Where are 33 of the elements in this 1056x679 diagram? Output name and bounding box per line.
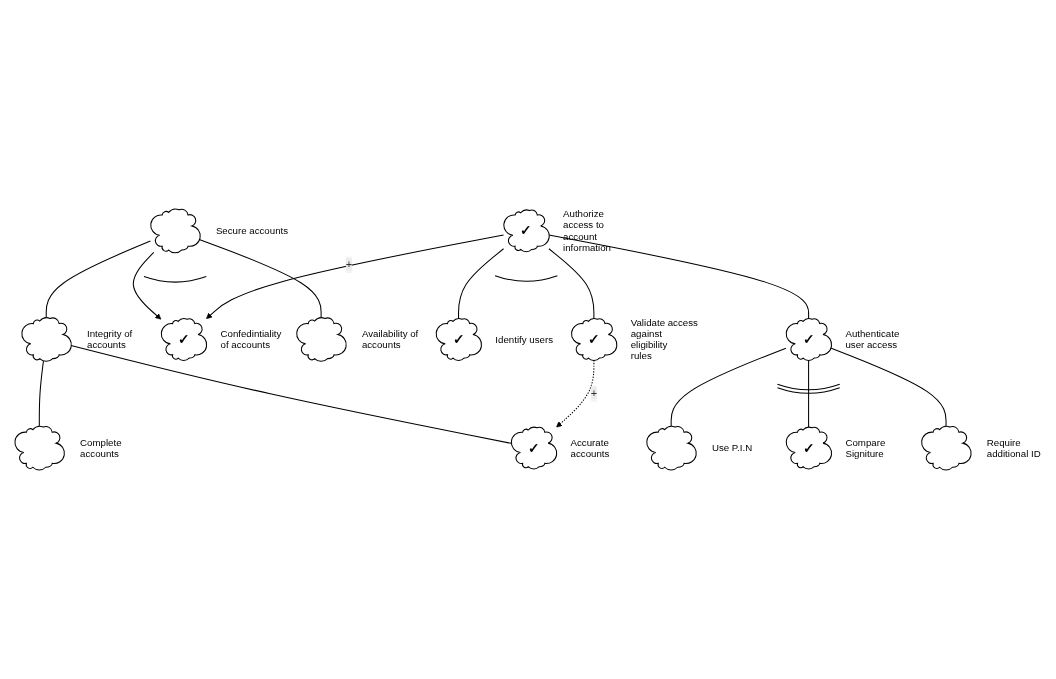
arrow — [132, 251, 162, 320]
node-cloud — [150, 208, 201, 254]
connector — [808, 359, 810, 428]
connector — [45, 240, 151, 318]
connector — [199, 239, 322, 318]
connector — [830, 347, 947, 427]
node-caption: Complete accounts — [80, 436, 122, 459]
connector — [70, 344, 512, 444]
node-caption: Validate access against eligibility rules — [630, 317, 698, 362]
connector — [548, 234, 810, 319]
connector — [38, 360, 44, 427]
edge-label: + — [590, 387, 598, 400]
connector — [458, 248, 505, 319]
connector — [548, 248, 595, 319]
node-caption: Availability of accounts — [361, 328, 419, 351]
node-caption: Identify users — [495, 333, 553, 345]
node-caption: Authenticate user access — [845, 328, 900, 351]
node-caption: Compare Signiture — [845, 436, 886, 459]
node-cloud — [921, 425, 972, 471]
node-caption: Accurate accounts — [570, 436, 610, 459]
node-cloud — [296, 317, 347, 362]
edge-label: + — [345, 258, 353, 271]
node-caption: Integrity of accounts — [87, 328, 133, 351]
arrow — [206, 234, 505, 319]
node-caption: Secure accounts — [215, 225, 289, 237]
node-cloud — [14, 425, 65, 471]
node-caption: Confedintiality of accounts — [220, 328, 282, 351]
node-cloud — [646, 425, 697, 471]
node-cloud — [21, 317, 72, 362]
node-caption: Use P.I.N — [711, 442, 753, 454]
node-caption: Authorize access to account information — [563, 208, 611, 253]
connector — [670, 347, 787, 427]
node-caption: Require additional ID — [986, 436, 1041, 459]
